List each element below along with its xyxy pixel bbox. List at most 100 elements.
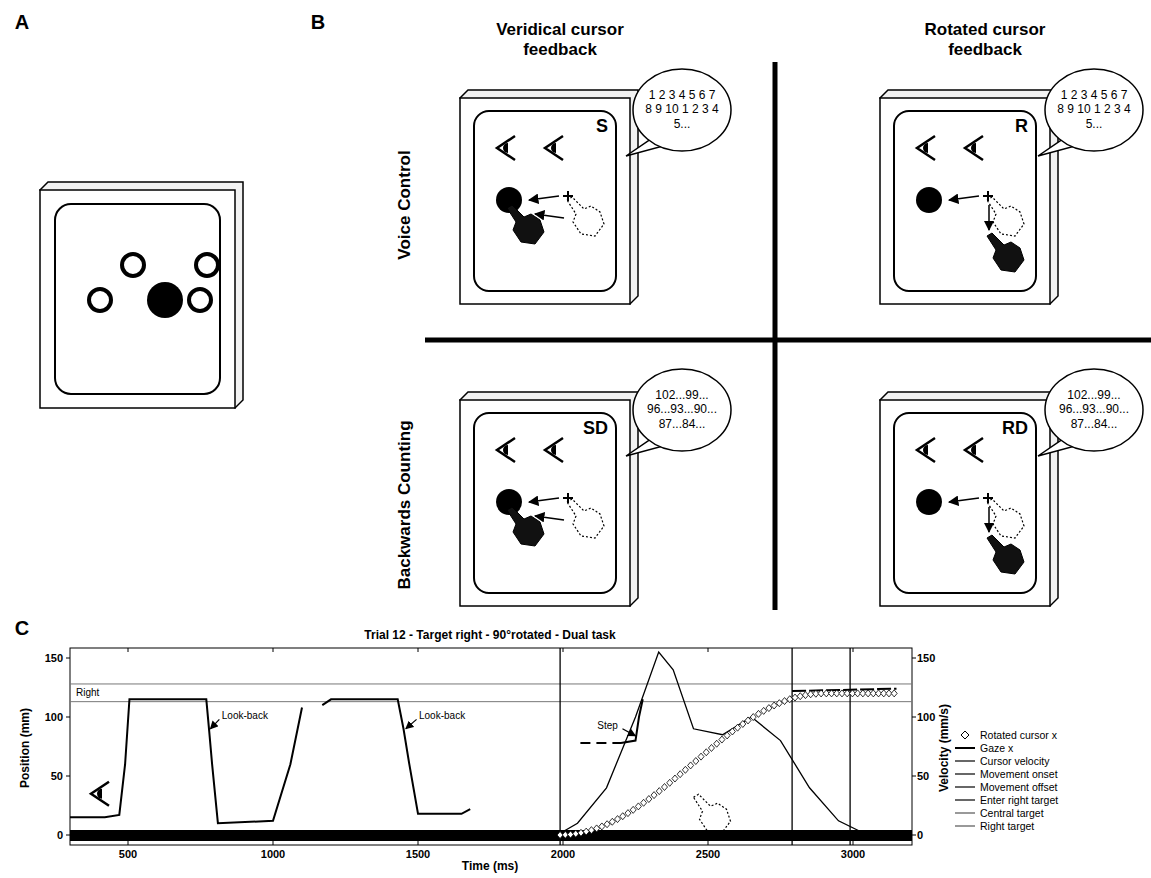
tablet-device (880, 90, 1058, 304)
cursor-marker (672, 775, 678, 782)
tick-label: 50 (51, 770, 63, 783)
legend-sample (955, 747, 975, 749)
speech-text: 102...99... 96...93...90... 87...84... (645, 388, 719, 431)
cursor-marker (745, 717, 751, 724)
tick-mark (853, 648, 854, 652)
cursor-marker (724, 732, 730, 739)
tick-mark (418, 841, 419, 845)
condition-letter: S (596, 116, 608, 137)
hand-icon (694, 794, 731, 833)
hand-icon (987, 233, 1024, 272)
legend-label: Rotated cursor x (980, 729, 1057, 741)
motion-arrow (529, 196, 559, 200)
central-target-bar (70, 830, 912, 841)
panel-letter: A (15, 11, 29, 34)
speech-bubble: 102...99... 96...93...90... 87...84... (632, 368, 732, 452)
hand-icon (987, 499, 1024, 538)
motion-arrow (949, 196, 979, 200)
tick-mark (128, 841, 129, 845)
legend-sample (955, 786, 975, 787)
tick-label: 1500 (406, 848, 430, 861)
cursor-marker (641, 799, 647, 806)
cursor-marker (578, 829, 584, 836)
target-dot (916, 187, 942, 213)
column-header: Rotated cursor feedback (910, 20, 1060, 59)
gaze-trace (322, 699, 470, 813)
cursor-marker (651, 792, 657, 799)
motion-arrow (988, 507, 990, 532)
cursor-marker (792, 694, 798, 701)
eye-icon (965, 438, 983, 462)
axis-title: Velocity (mm/s) (938, 704, 952, 792)
tablet-device (40, 182, 243, 408)
eye-icon (917, 438, 935, 462)
tick-mark (418, 648, 419, 652)
condition-letter: R (1015, 116, 1028, 137)
legend-sample (955, 812, 975, 813)
cursor-marker (750, 714, 756, 721)
cursor-marker (568, 831, 574, 838)
tick-mark (128, 648, 129, 652)
event-line (849, 648, 850, 845)
hand-icon (507, 205, 544, 244)
cursor-marker (620, 813, 626, 820)
cursor-marker (646, 796, 652, 803)
tablet-screen: RD (893, 412, 1037, 594)
condition-letter: RD (1002, 418, 1028, 439)
eye-icon (917, 136, 935, 160)
annotation: Look-back (418, 710, 466, 722)
legend-sample (961, 731, 969, 739)
motion-arrow (535, 516, 564, 520)
tick-label: 150 (917, 652, 935, 665)
speech-bubble: 102...99... 96...93...90... 87...84... (1044, 368, 1144, 452)
cursor-marker (677, 771, 683, 778)
panel-letter: B (311, 11, 325, 34)
legend-label: Right target (980, 820, 1034, 832)
legend-symbols (955, 731, 975, 826)
tick-mark (912, 717, 916, 718)
cursor-marker (755, 710, 761, 717)
legend-sample (955, 760, 975, 761)
legend-sample (955, 773, 975, 774)
tick-label: 0 (917, 829, 923, 842)
hand-icon (987, 197, 1024, 236)
tick-mark (66, 835, 70, 836)
tablet-device (460, 90, 638, 304)
leader-arrow (210, 719, 219, 728)
tick-mark (912, 776, 916, 777)
motion-arrow (529, 498, 559, 502)
target-label: Right (75, 687, 100, 699)
tablet-device (460, 392, 638, 606)
cursor-marker (735, 724, 741, 731)
legend-label: Central target (980, 807, 1044, 819)
tablet-screen: R (893, 110, 1037, 292)
tick-label: 1000 (261, 848, 285, 861)
cursor-marker (662, 784, 668, 791)
hand-icon (567, 499, 604, 538)
tick-label: 2500 (696, 848, 720, 861)
tick-mark (708, 841, 709, 845)
row-header: Backwards Counting (395, 420, 415, 589)
cursor-marker (625, 810, 631, 817)
speech-text: 102...99... 96...93...90... 87...84... (1057, 388, 1131, 431)
tablet-device (880, 392, 1058, 606)
right-target-line (70, 683, 912, 684)
cursor-marker (698, 753, 704, 760)
velocity-trace (557, 652, 867, 835)
tick-mark (66, 658, 70, 659)
cursor-marker (693, 758, 699, 765)
tick-mark (563, 648, 564, 652)
event-line (791, 648, 792, 845)
hand-icon (567, 197, 604, 236)
cursor-marker (588, 827, 594, 834)
legend-label: Cursor velocity (980, 755, 1049, 767)
cursor-marker (891, 690, 897, 697)
tick-mark (273, 648, 274, 652)
legend-sample (955, 799, 975, 800)
cursor-marker (802, 692, 808, 699)
cursor-marker (787, 696, 793, 703)
cursor-marker (708, 744, 714, 751)
hand-icon (507, 507, 544, 546)
tick-label: 2000 (551, 848, 575, 861)
cursor-marker (808, 691, 814, 698)
